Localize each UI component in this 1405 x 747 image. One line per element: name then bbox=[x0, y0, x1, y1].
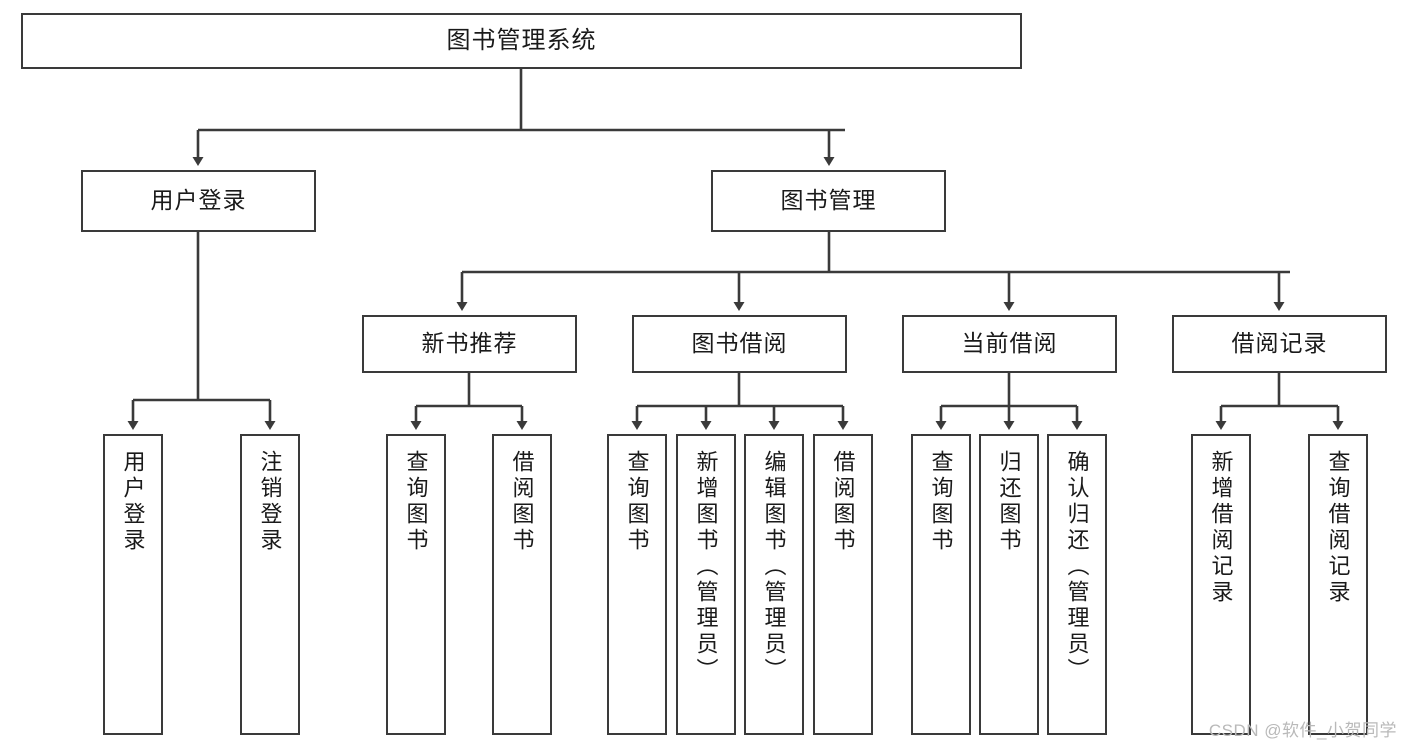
node-new-book-recommend-label: 新书推荐 bbox=[421, 330, 518, 357]
node-leaf-edit-book-label: 编辑图书（管理员） bbox=[761, 450, 787, 684]
node-book-borrow-label: 图书借阅 bbox=[691, 330, 788, 357]
node-leaf-confirm-return[interactable]: 确认归还（管理员） bbox=[1047, 434, 1107, 735]
node-leaf-borrow-book-2-label: 借阅图书 bbox=[830, 450, 856, 554]
node-leaf-query-book-3-label: 查询图书 bbox=[928, 450, 954, 554]
node-leaf-user-logout[interactable]: 注销登录 bbox=[240, 434, 300, 735]
node-new-book-recommend[interactable]: 新书推荐 bbox=[362, 315, 577, 373]
node-leaf-query-book-2[interactable]: 查询图书 bbox=[607, 434, 667, 735]
node-leaf-return-book-label: 归还图书 bbox=[996, 450, 1022, 554]
node-leaf-query-book-1[interactable]: 查询图书 bbox=[386, 434, 446, 735]
node-root-label: 图书管理系统 bbox=[446, 26, 597, 54]
node-current-borrow[interactable]: 当前借阅 bbox=[902, 315, 1117, 373]
node-leaf-query-record[interactable]: 查询借阅记录 bbox=[1308, 434, 1368, 735]
node-leaf-borrow-book-1[interactable]: 借阅图书 bbox=[492, 434, 552, 735]
node-leaf-add-book[interactable]: 新增图书（管理员） bbox=[676, 434, 736, 735]
node-root[interactable]: 图书管理系统 bbox=[21, 13, 1022, 69]
node-user-login[interactable]: 用户登录 bbox=[81, 170, 316, 232]
watermark: CSDN @软件_小贺同学 bbox=[1208, 721, 1397, 740]
node-leaf-query-book-2-label: 查询图书 bbox=[624, 450, 650, 554]
node-borrow-record-label: 借阅记录 bbox=[1231, 330, 1328, 357]
node-current-borrow-label: 当前借阅 bbox=[961, 330, 1058, 357]
node-leaf-query-book-3[interactable]: 查询图书 bbox=[911, 434, 971, 735]
node-user-login-label: 用户登录 bbox=[150, 187, 247, 214]
node-leaf-return-book[interactable]: 归还图书 bbox=[979, 434, 1039, 735]
node-leaf-user-login[interactable]: 用户登录 bbox=[103, 434, 163, 735]
node-leaf-user-logout-label: 注销登录 bbox=[257, 450, 283, 554]
node-leaf-add-record[interactable]: 新增借阅记录 bbox=[1191, 434, 1251, 735]
node-leaf-add-book-label: 新增图书（管理员） bbox=[693, 450, 719, 684]
node-leaf-borrow-book-2[interactable]: 借阅图书 bbox=[813, 434, 873, 735]
node-leaf-user-login-label: 用户登录 bbox=[120, 450, 146, 554]
node-leaf-query-book-1-label: 查询图书 bbox=[403, 450, 429, 554]
node-borrow-record[interactable]: 借阅记录 bbox=[1172, 315, 1387, 373]
node-leaf-edit-book[interactable]: 编辑图书（管理员） bbox=[744, 434, 804, 735]
node-leaf-add-record-label: 新增借阅记录 bbox=[1208, 450, 1234, 606]
node-leaf-query-record-label: 查询借阅记录 bbox=[1325, 450, 1351, 606]
node-book-manage-label: 图书管理 bbox=[780, 187, 877, 214]
node-book-borrow[interactable]: 图书借阅 bbox=[632, 315, 847, 373]
node-leaf-borrow-book-1-label: 借阅图书 bbox=[509, 450, 535, 554]
node-book-manage[interactable]: 图书管理 bbox=[711, 170, 946, 232]
node-leaf-confirm-return-label: 确认归还（管理员） bbox=[1064, 450, 1090, 684]
